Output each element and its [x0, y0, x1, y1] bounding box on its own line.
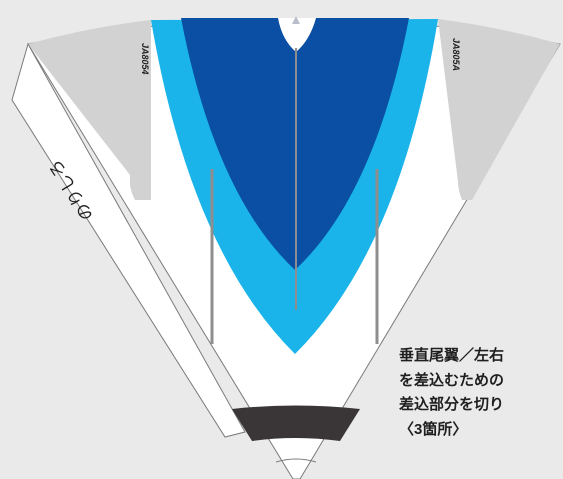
nose-segment [232, 405, 360, 441]
registration-code-left: JA8054 [140, 43, 150, 75]
instruction-line-3: 差込部分を切り [399, 396, 505, 413]
glue-tab [11, 42, 246, 438]
instruction-line-1: 垂直尾翼／左右 [399, 347, 505, 364]
instruction-line-4: 〈3箇所〉 [399, 420, 468, 438]
tail-notch [278, 18, 316, 52]
instruction-note: 垂直尾翼／左右 を差込むための 差込部分を切り 〈3箇所〉 [399, 344, 504, 442]
nose-tip-arc [275, 458, 317, 463]
right-side-panel [438, 19, 560, 200]
triangle-marker-icon [292, 16, 300, 24]
left-side-panel [28, 20, 151, 200]
registration-code-right: JA805A [451, 38, 461, 71]
instruction-line-2: を差込むための [399, 371, 505, 389]
